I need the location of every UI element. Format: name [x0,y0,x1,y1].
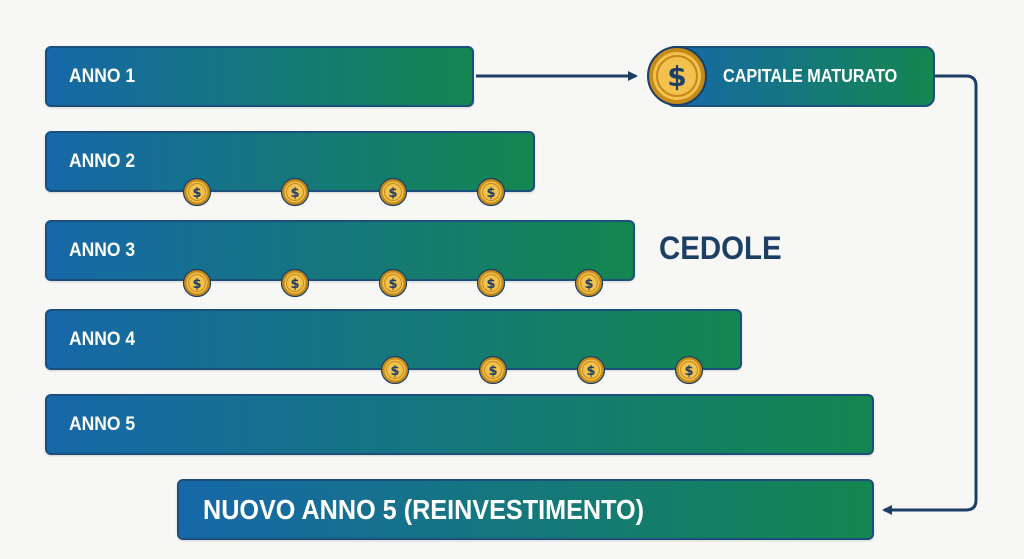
coin-icon: $ [476,268,506,298]
reinvest-bar: NUOVO ANNO 5 (REINVESTIMENTO) [177,479,874,540]
coin-icon: $ [478,355,508,385]
coupons-label: CEDOLE [659,230,782,266]
year-label-2: ANNO 2 [69,150,136,172]
coin-icon: $ [674,355,704,385]
coin-icon: $ [182,177,212,207]
svg-text:$: $ [290,277,299,292]
year-label-4: ANNO 4 [69,328,136,350]
capital-label: CAPITALE MATURATO [723,66,898,86]
svg-text:$: $ [390,364,399,379]
year-bar-1: ANNO 1 [45,46,474,107]
year-label-1: ANNO 1 [69,65,136,87]
arrow-to-reinvest [882,74,978,515]
coin-icon: $ [378,268,408,298]
svg-text:$: $ [486,277,495,292]
dollar-coin-icon: $ [647,46,707,106]
svg-text:$: $ [584,277,593,292]
year-label-5: ANNO 5 [69,413,136,435]
coin-icon: $ [576,355,606,385]
svg-text:$: $ [192,277,201,292]
coin-icon: $ [378,177,408,207]
coin-icon: $ [280,177,310,207]
coin-icon: $ [182,268,212,298]
svg-text:$: $ [486,186,495,201]
reinvest-label: NUOVO ANNO 5 (REINVESTIMENTO) [203,493,645,525]
svg-text:$: $ [290,186,299,201]
coin-icon: $ [280,268,310,298]
coin-icon: $ [380,355,410,385]
year-bar-5: ANNO 5 [45,394,874,455]
svg-text:$: $ [684,364,693,379]
svg-text:$: $ [586,364,595,379]
coin-icon: $ [574,268,604,298]
svg-text:$: $ [192,186,201,201]
svg-text:$: $ [388,277,397,292]
svg-text:$: $ [388,186,397,201]
coin-icon: $ [476,177,506,207]
year-label-3: ANNO 3 [69,239,136,261]
capital-box: CAPITALE MATURATO [665,46,935,107]
svg-text:$: $ [667,60,686,93]
svg-text:$: $ [488,364,497,379]
year-bar-3: ANNO 3 [45,220,635,281]
